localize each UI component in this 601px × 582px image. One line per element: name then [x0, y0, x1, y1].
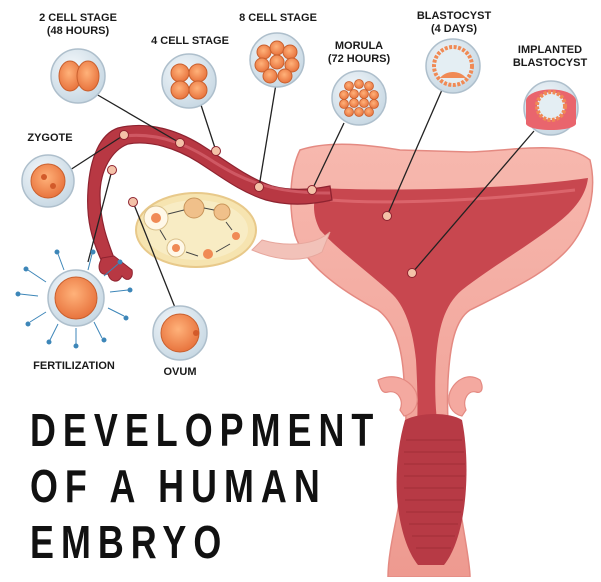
label-blastocyst: BLASTOCYST (4 DAYS): [404, 10, 504, 36]
ovum-bubble: [153, 306, 207, 360]
label-zygote-line1: ZYGOTE: [20, 132, 80, 145]
two-cell-bubble: [51, 49, 105, 103]
label-implanted-line2: BLASTOCYST: [502, 57, 598, 70]
title-line-1: DEVELOPMENT: [30, 404, 380, 456]
label-implanted: IMPLANTED BLASTOCYST: [502, 44, 598, 70]
follicle-1-egg: [151, 213, 161, 223]
title-line-2: OF A HUMAN: [30, 460, 327, 512]
morula-bubble: [332, 71, 386, 125]
zygote-bubble: [22, 155, 74, 207]
label-two-cell-line1: 2 CELL STAGE: [28, 12, 128, 25]
follicle-6-egg: [172, 244, 180, 252]
label-zygote: ZYGOTE: [20, 132, 80, 145]
cervix-rim-right: [449, 377, 482, 416]
label-two-cell-line2: (48 HOURS): [28, 25, 128, 38]
label-ovum-line1: OVUM: [155, 366, 205, 379]
implanted-blastocyst-bubble: [524, 81, 578, 135]
label-blastocyst-line1: BLASTOCYST: [404, 10, 504, 23]
blastocyst-bubble: [426, 39, 480, 93]
label-fertilization: FERTILIZATION: [24, 360, 124, 373]
label-two-cell: 2 CELL STAGE (48 HOURS): [28, 12, 128, 38]
follicle-3: [214, 204, 230, 220]
uterus: [291, 144, 593, 577]
follicle-4: [232, 232, 240, 240]
label-four-cell: 4 CELL STAGE: [140, 35, 240, 48]
label-eight-cell: 8 CELL STAGE: [228, 12, 328, 25]
label-four-cell-line1: 4 CELL STAGE: [140, 35, 240, 48]
fimbriae: [99, 256, 132, 281]
follicle-5: [203, 249, 213, 259]
eight-cell-bubble: [250, 33, 304, 87]
title-line-3: EMBRYO: [30, 516, 228, 568]
label-blastocyst-line2: (4 DAYS): [404, 23, 504, 36]
label-fertilization-line1: FERTILIZATION: [24, 360, 124, 373]
label-eight-cell-line1: 8 CELL STAGE: [228, 12, 328, 25]
label-ovum: OVUM: [155, 366, 205, 379]
four-cell-bubble: [162, 54, 216, 108]
follicle-2: [184, 198, 204, 218]
label-implanted-line1: IMPLANTED: [502, 44, 598, 57]
label-morula-line2: (72 HOURS): [309, 53, 409, 66]
label-morula: MORULA (72 HOURS): [309, 40, 409, 66]
label-morula-line1: MORULA: [309, 40, 409, 53]
